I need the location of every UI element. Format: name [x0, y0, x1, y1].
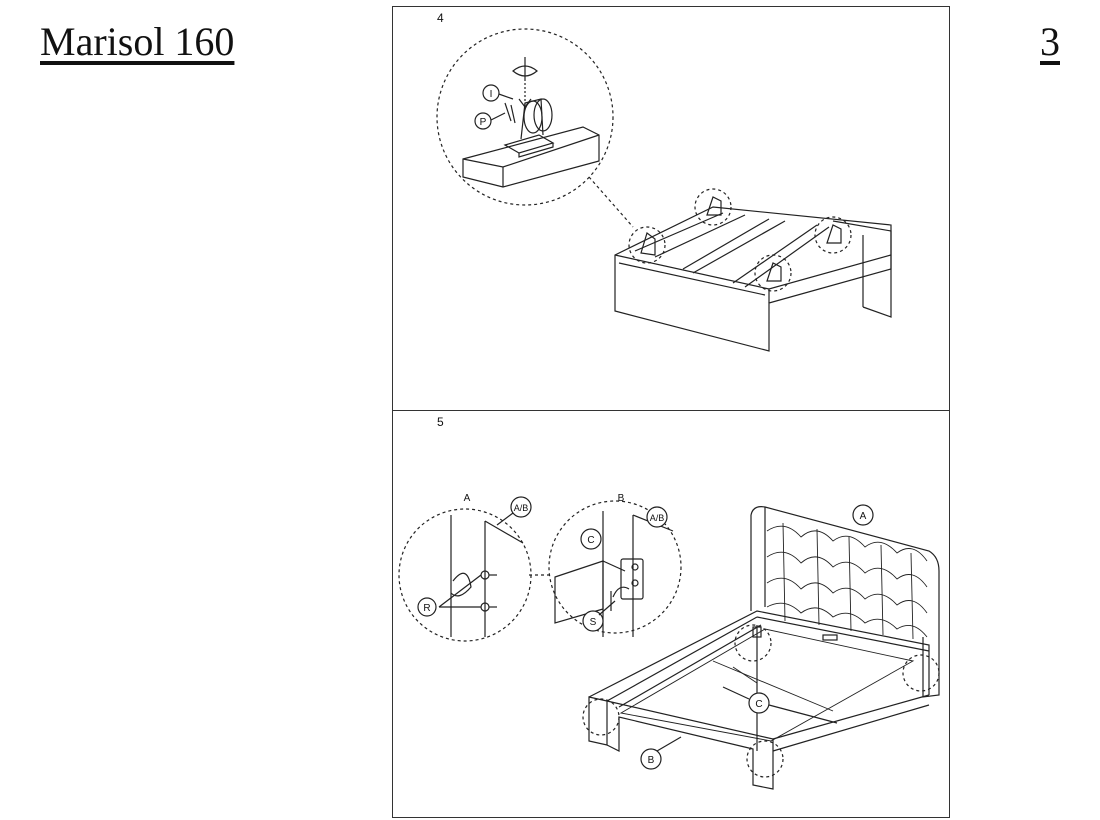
- callout-a-b-2: A/B: [650, 513, 665, 523]
- page-number: 3: [1040, 19, 1060, 64]
- step-number: 5: [437, 415, 444, 429]
- callout-c-frame: C: [755, 699, 762, 710]
- callout-r: R: [423, 603, 430, 614]
- detail-b-label: B: [618, 493, 625, 504]
- detail-a-label: A: [464, 493, 471, 504]
- callout-c-detail: C: [587, 535, 594, 546]
- callout-a-headboard: A: [860, 511, 867, 522]
- step-4-panel: I P 4: [392, 6, 950, 412]
- step-5-illustration: A A/B R B A/B C S A C B: [398, 493, 940, 790]
- detail-circle: [436, 28, 614, 206]
- callout-s: S: [590, 617, 597, 628]
- callout-b-frame: B: [648, 755, 655, 766]
- step-number: 4: [437, 11, 444, 25]
- callout-p: P: [480, 117, 487, 128]
- document-title: Marisol 160: [40, 19, 235, 64]
- step-4-illustration: I P: [436, 28, 892, 352]
- step-5-panel: A A/B R B A/B C S A C B 5: [392, 410, 950, 818]
- callout-i: I: [490, 89, 493, 100]
- callout-a-b-1: A/B: [514, 503, 529, 513]
